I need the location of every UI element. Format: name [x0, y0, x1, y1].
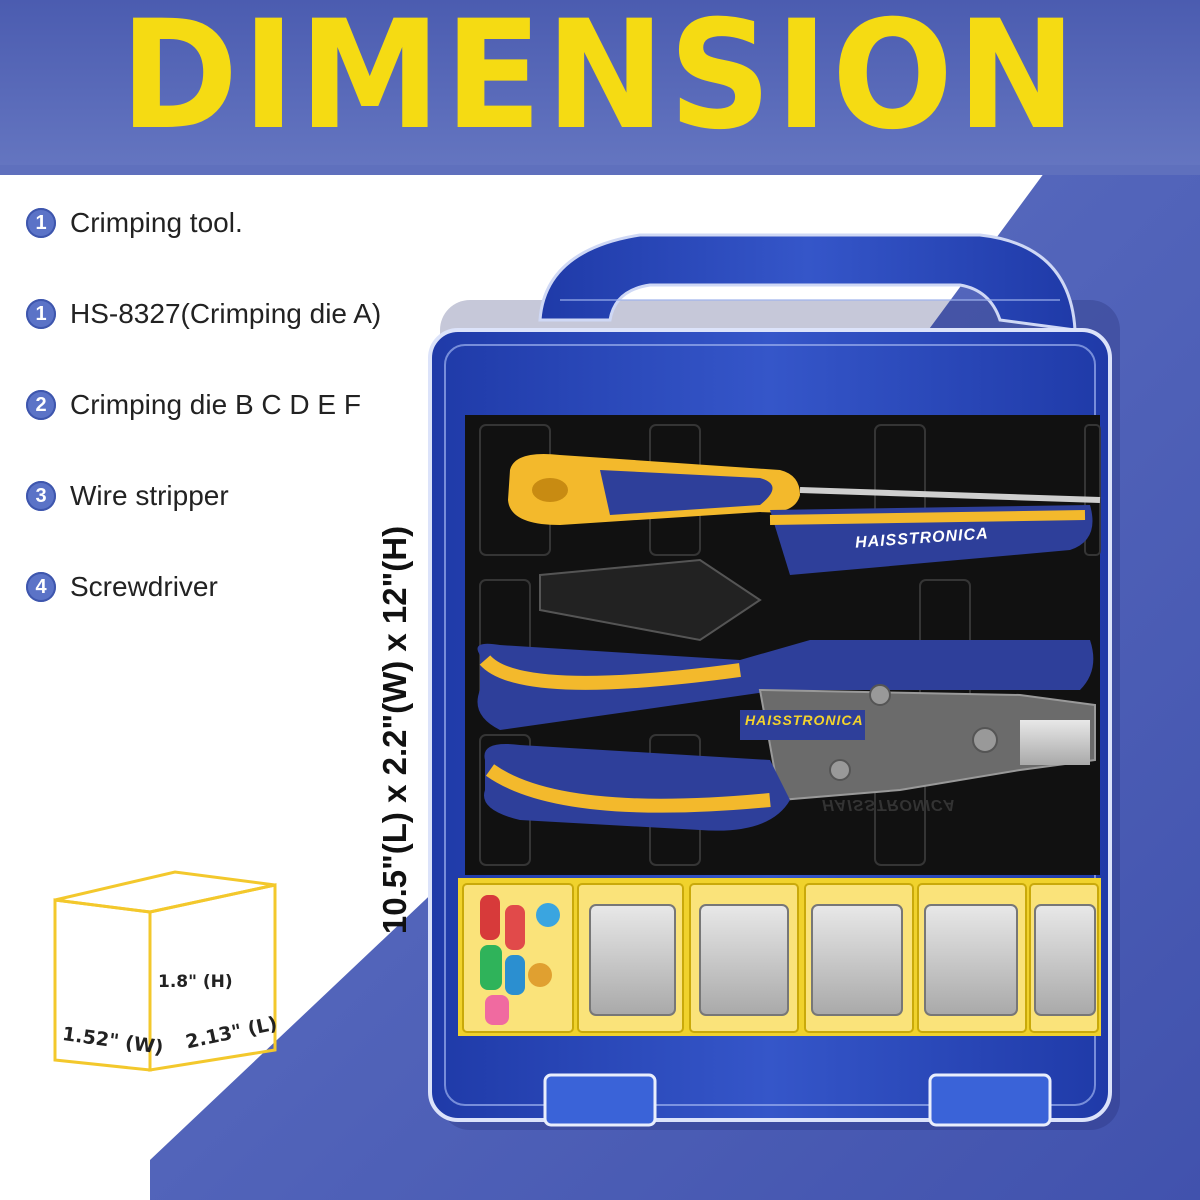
count-badge: 4 [26, 572, 56, 602]
case-handle [538, 233, 1077, 332]
feature-label: Crimping die B C D E F [70, 389, 361, 420]
brand-logo-crimper-body: HAISSTRONICA [822, 796, 956, 813]
feature-label: Screwdriver [70, 571, 218, 602]
latch-left [543, 1073, 657, 1127]
screwdriver [508, 454, 1101, 525]
header-band [0, 0, 1200, 165]
feature-label: Crimping tool. [70, 207, 243, 238]
feature-item-screwdriver: 4 Screwdriver [26, 564, 381, 610]
page-title: DIMENSION [120, 0, 1080, 163]
count-badge: 2 [26, 390, 56, 420]
crimping-dies [589, 904, 1096, 1016]
terminals [480, 895, 560, 1025]
case-dimensions-label: 10.5"(L) x 2.2"(W) x 12"(H) [376, 525, 414, 935]
latch-right [928, 1073, 1052, 1127]
case-dimensions: 10.5"(L) x 2.2"(W) x 12"(H) [370, 490, 420, 970]
wire-stripper [477, 505, 1094, 730]
brand-logo-crimper: HAISSTRONICA [745, 712, 864, 728]
count-badge: 1 [26, 208, 56, 238]
box-height-label: 1.8" (H) [158, 972, 233, 992]
feature-item-dies-bcdef: 2 Crimping die B C D E F [26, 382, 381, 428]
dimension-box [53, 870, 277, 1072]
count-badge: 1 [26, 299, 56, 329]
feature-label: Wire stripper [70, 480, 229, 511]
feature-label: HS-8327(Crimping die A) [70, 298, 382, 329]
count-badge: 3 [26, 481, 56, 511]
crimping-tool [484, 684, 1096, 831]
feature-list: 1 Crimping tool. 1 HS-8327(Crimping die … [26, 200, 381, 655]
feature-item-wire-stripper: 3 Wire stripper [26, 473, 381, 519]
feature-item-crimping-tool: 1 Crimping tool. [26, 200, 381, 246]
feature-item-die-a: 1 HS-8327(Crimping die A) [26, 291, 381, 337]
